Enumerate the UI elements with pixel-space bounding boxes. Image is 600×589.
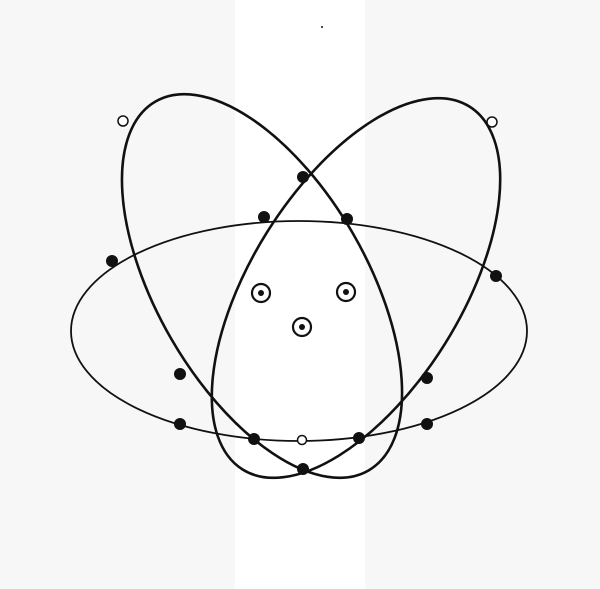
nucleus-particle-bottom (293, 318, 311, 336)
node-right-outer (490, 270, 502, 282)
node-bottom-left (248, 433, 260, 445)
node-left-mid (174, 368, 186, 380)
nucleus (252, 283, 355, 336)
node-left-outer (106, 255, 118, 267)
hollow-nodes (118, 116, 497, 445)
node-bottom-right (353, 432, 365, 444)
node-upper-right (341, 213, 353, 225)
orbits-group (65, 49, 559, 525)
node-bottom-crossing (297, 463, 309, 475)
speck-mark (321, 26, 323, 28)
node-right-mid (421, 372, 433, 384)
hollow-node-bottom-center (298, 436, 307, 445)
hollow-node-top-left (118, 116, 128, 126)
node-left-lower (174, 418, 186, 430)
node-upper-left (258, 211, 270, 223)
nucleus-particle-left (252, 284, 270, 302)
hollow-node-top-right (487, 117, 497, 127)
node-top-crossing (297, 171, 309, 183)
node-right-lower (421, 418, 433, 430)
nucleus-particle-right (337, 283, 355, 301)
